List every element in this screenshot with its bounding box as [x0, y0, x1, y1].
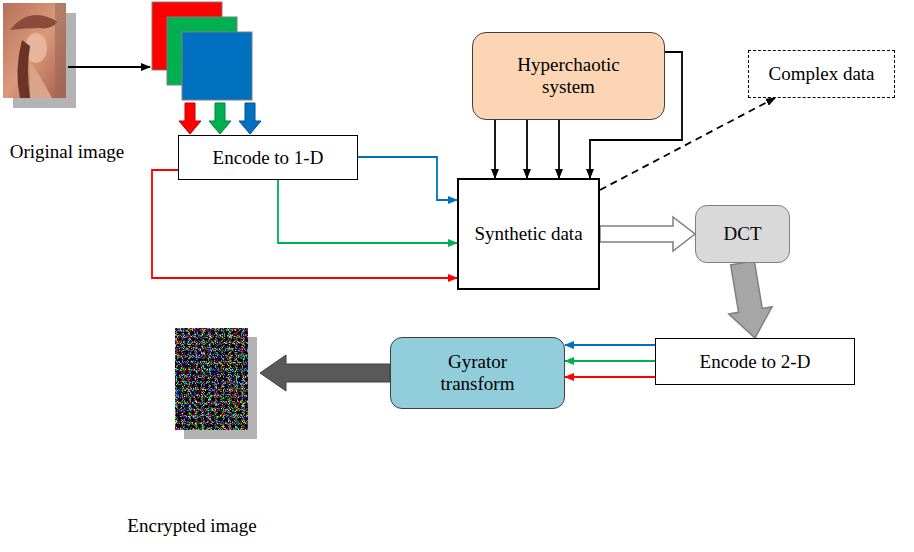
- chaos-box: Hyperchaotic system: [472, 32, 665, 120]
- node-text: Complex data: [768, 63, 874, 85]
- encrypted-photo: [175, 328, 248, 430]
- block-arrow: [729, 261, 772, 338]
- node-text: Synthetic data: [474, 223, 582, 245]
- node-text: Gyrator transform: [418, 351, 538, 395]
- connector-arrow: [526, 120, 528, 178]
- image-caption: Original image: [10, 141, 125, 163]
- process-box: Encode to 2-D: [655, 338, 855, 385]
- connector-arrow: [278, 180, 457, 243]
- connector-arrow: [494, 120, 496, 178]
- node-text: Hyperchaotic system: [499, 54, 639, 98]
- output-block-arrow: [260, 355, 390, 391]
- node-text: DCT: [724, 223, 762, 245]
- connector-arrow: [565, 360, 655, 362]
- green-block-arrow: [209, 103, 231, 134]
- red-block-arrow: [179, 103, 201, 134]
- connector-arrow: [565, 344, 655, 346]
- original-photo: [3, 3, 66, 98]
- input-arrow: [68, 66, 150, 68]
- connector-arrow: [565, 376, 655, 378]
- node-text: Encode to 1-D: [213, 147, 324, 169]
- process-box: Encode to 1-D: [178, 135, 358, 180]
- block-arrow: [600, 217, 695, 251]
- process-box: Synthetic data: [457, 178, 600, 290]
- transform-box: DCT: [695, 205, 790, 263]
- connector-arrow: [558, 120, 560, 178]
- node-text: Encode to 2-D: [700, 351, 811, 373]
- image-caption: Encrypted image: [127, 515, 256, 537]
- connector-arrow: [358, 157, 457, 200]
- output-box: Complex data: [748, 50, 895, 98]
- blue-channel: [182, 32, 252, 100]
- blue-block-arrow: [239, 103, 261, 134]
- transform-box: Gyrator transform: [390, 337, 565, 409]
- connector-arrow: [152, 170, 457, 278]
